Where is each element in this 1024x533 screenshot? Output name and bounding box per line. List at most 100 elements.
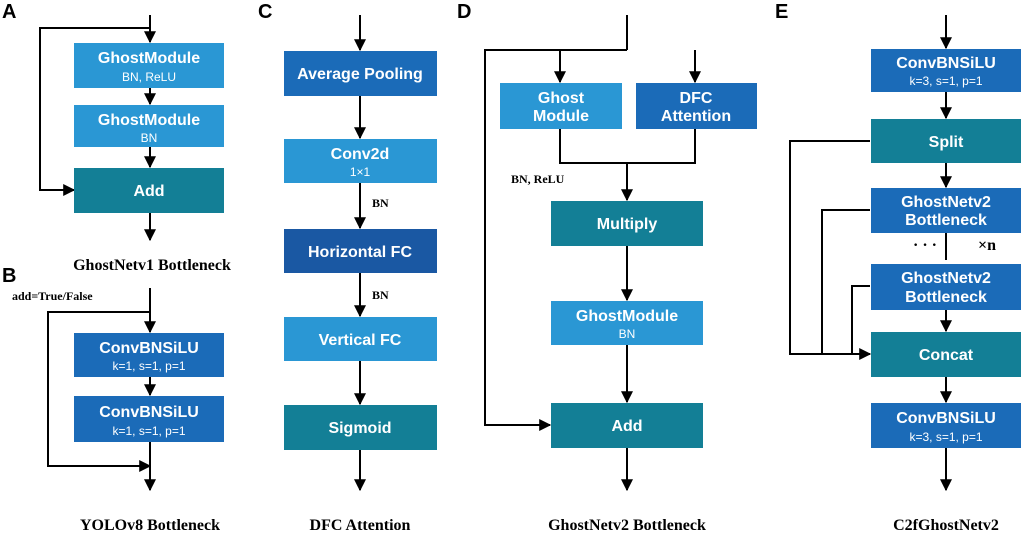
b-box-1-bg — [74, 333, 224, 377]
d-ghost-line1: Ghost — [538, 90, 585, 107]
e-gb1-skip — [821, 209, 870, 354]
c-box-5-bg — [284, 405, 437, 450]
d-ghostmodule-title: GhostModule — [576, 308, 678, 325]
e-conv2-title: ConvBNSiLU — [896, 410, 996, 427]
c-box-2-bg — [284, 139, 437, 183]
e-concat-box: Concat — [871, 332, 1021, 377]
a-box-2-bg — [74, 105, 224, 147]
panel-b-letter: B — [2, 265, 16, 287]
d-ghostmodule-bg — [551, 301, 703, 345]
a-box-1-title: GhostModule — [98, 50, 200, 67]
c-sigmoid-box: Sigmoid — [284, 405, 437, 450]
d-merge-lines — [559, 129, 696, 164]
a-box-2-title: GhostModule — [98, 112, 200, 129]
d-add-box: Add — [551, 403, 703, 448]
e-concat-title: Concat — [919, 347, 974, 364]
a-box-1-bg — [74, 43, 224, 88]
e-repeat-dots: · · · — [913, 237, 937, 254]
e-split-title: Split — [929, 134, 964, 151]
e-gb2-line1: GhostNetv2 — [901, 270, 991, 287]
e-split-bg — [871, 119, 1021, 163]
panel-e-letter: E — [775, 1, 788, 23]
panel-b: B add=True/False ConvBNSiLU k=1, s=1, p=… — [2, 265, 224, 533]
e-conv1-bg — [871, 49, 1021, 92]
e-ghostnetv2-bottleneck-box-1: GhostNetv2 Bottleneck — [871, 188, 1021, 233]
a-box-3-title: Add — [133, 183, 164, 200]
c-conv2d-box: Conv2d 1×1 — [284, 139, 437, 183]
e-conv2-bg — [871, 403, 1021, 448]
c-average-pooling-box: Average Pooling — [284, 51, 437, 96]
d-dfc-line2: Attention — [661, 108, 731, 125]
d-multiply-title: Multiply — [597, 216, 658, 233]
d-caption: GhostNetv2 Bottleneck — [548, 517, 706, 533]
e-conv2-sub: k=3, s=1, p=1 — [909, 430, 982, 444]
a-skip-connection — [39, 27, 150, 196]
a-box-2-sub: BN — [141, 131, 158, 145]
b-add-annotation: add=True/False — [12, 289, 93, 303]
c-vertical-fc-box: Vertical FC — [284, 317, 437, 361]
c-box-5-title: Sigmoid — [328, 420, 391, 437]
panel-a-letter: A — [2, 1, 16, 23]
c-box-2-title: Conv2d — [331, 146, 390, 163]
a-add-box: Add — [74, 168, 224, 213]
d-multiply-box: Multiply — [551, 201, 703, 246]
c-box-2-sub: 1×1 — [350, 165, 371, 179]
b-box-2-bg — [74, 396, 224, 442]
c-box-3-title: Horizontal FC — [308, 244, 412, 261]
d-dfc-line1: DFC — [680, 90, 713, 107]
e-gb2-skip — [851, 285, 870, 354]
b-box-2-title: ConvBNSiLU — [99, 404, 199, 421]
c-caption: DFC Attention — [310, 517, 411, 533]
d-skip-connection — [484, 49, 627, 431]
c-horizontal-fc-box: Horizontal FC — [284, 229, 437, 273]
d-add-title: Add — [611, 418, 642, 435]
a-ghostmodule-box-2: GhostModule BN — [74, 105, 224, 147]
c-box-1-bg — [284, 51, 437, 96]
e-convbnsilu-box-1: ConvBNSiLU k=3, s=1, p=1 — [871, 49, 1021, 92]
e-gb2-line2: Bottleneck — [905, 289, 987, 306]
panel-c: C Average Pooling Conv2d 1×1 BN Horizont… — [258, 1, 437, 533]
c-box-4-bg — [284, 317, 437, 361]
b-convbnsilu-box-2: ConvBNSiLU k=1, s=1, p=1 — [74, 396, 224, 442]
e-repeat-n: ×n — [978, 237, 996, 254]
d-ghost-bg — [500, 83, 622, 129]
panel-c-letter: C — [258, 1, 272, 23]
a-box-1-sub: BN, ReLU — [122, 70, 176, 84]
c-box-4-title: Vertical FC — [319, 332, 402, 349]
b-skip-connection — [47, 311, 152, 472]
e-gb1-bg — [871, 188, 1021, 233]
panel-a: A GhostModule BN, ReLU GhostModule BN Ad… — [2, 1, 231, 274]
e-convbnsilu-box-2: ConvBNSiLU k=3, s=1, p=1 — [871, 403, 1021, 448]
a-box-3-bg — [74, 168, 224, 213]
e-ghostnetv2-bottleneck-box-2: GhostNetv2 Bottleneck — [871, 264, 1021, 310]
panel-d-letter: D — [457, 1, 471, 23]
d-ghost-module-box: Ghost Module — [500, 83, 622, 129]
e-conv1-sub: k=3, s=1, p=1 — [909, 74, 982, 88]
d-dfc-bg — [636, 83, 757, 129]
e-gb2-bg — [871, 264, 1021, 310]
c-bn-label-1: BN — [372, 196, 389, 210]
d-dfc-attention-box: DFC Attention — [636, 83, 757, 129]
b-box-1-title: ConvBNSiLU — [99, 340, 199, 357]
e-split-skip — [789, 140, 872, 360]
c-box-3-bg — [284, 229, 437, 273]
b-convbnsilu-box-1: ConvBNSiLU k=1, s=1, p=1 — [74, 333, 224, 377]
a-caption: GhostNetv1 Bottleneck — [73, 257, 231, 274]
d-bn-relu-label: BN, ReLU — [511, 172, 565, 186]
c-box-1-title: Average Pooling — [297, 66, 423, 83]
d-ghostmodule-sub: BN — [619, 327, 636, 341]
e-split-box: Split — [871, 119, 1021, 163]
b-box-1-sub: k=1, s=1, p=1 — [112, 359, 185, 373]
d-multiply-bg — [551, 201, 703, 246]
e-concat-bg — [871, 332, 1021, 377]
e-caption: C2fGhostNetv2 — [893, 517, 999, 533]
d-ghostmodule-box: GhostModule BN — [551, 301, 703, 345]
b-box-2-sub: k=1, s=1, p=1 — [112, 424, 185, 438]
e-gb1-line2: Bottleneck — [905, 212, 987, 229]
d-add-bg — [551, 403, 703, 448]
panel-e: E ConvBNSiLU k=3, s=1, p=1 Split GhostNe… — [775, 1, 1021, 533]
e-conv1-title: ConvBNSiLU — [896, 55, 996, 72]
d-ghost-line2: Module — [533, 108, 589, 125]
a-ghostmodule-box-1: GhostModule BN, ReLU — [74, 43, 224, 88]
